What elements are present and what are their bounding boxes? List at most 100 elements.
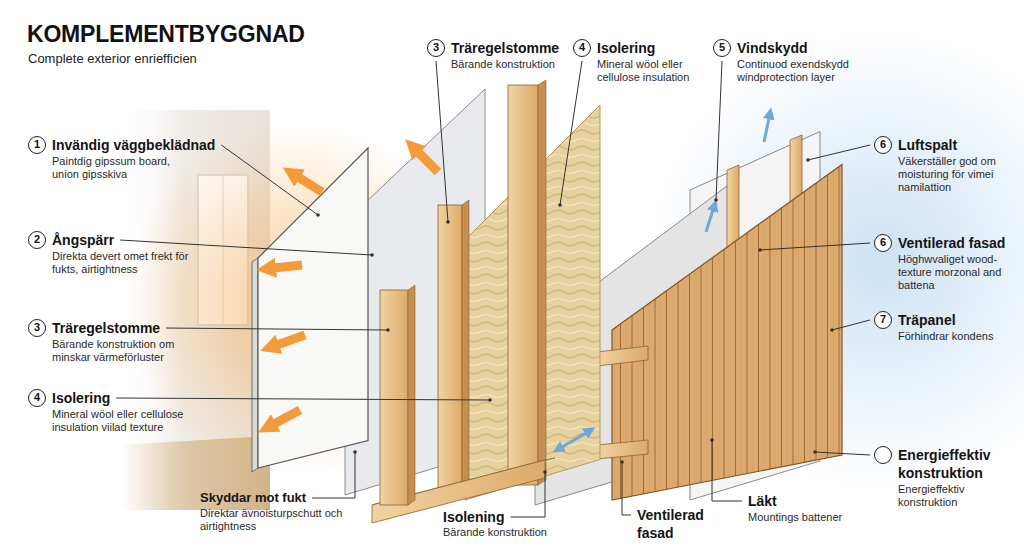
leader-line: [832, 320, 870, 330]
callout-number: 4: [573, 39, 591, 57]
callout-text: Höghwvaliget wood-texture morzonal and b…: [898, 253, 1016, 292]
air-arrow: [562, 433, 586, 447]
callout: 3 TräregelstommeBärande konstruktion om m…: [28, 319, 252, 364]
callout-heading: Isolering: [52, 389, 110, 407]
part-label: Isolening: [443, 508, 504, 526]
leader-line: [622, 462, 631, 515]
leader-line: [716, 61, 722, 200]
callout-number: 6: [874, 234, 892, 252]
leader-line: [116, 398, 490, 400]
callout: 5 VindskyddContinuod exendskydd windprote…: [713, 39, 887, 84]
stud-side: [408, 285, 415, 505]
callout: 4 IsoleringMineral wöol eller cellulose i…: [573, 39, 727, 84]
callout-number: 4: [28, 389, 46, 407]
leader-dot: [813, 450, 817, 454]
leader-line: [221, 145, 318, 215]
leader-line: [760, 243, 870, 250]
part-label: Skyddar mot fukt: [200, 489, 306, 507]
leader-dot: [316, 213, 320, 217]
callout-text: Energieffektiv konstruktion: [898, 483, 1016, 509]
heat-arrow: [274, 265, 302, 268]
leader-line: [436, 61, 448, 222]
leader-dot: [446, 220, 450, 224]
leader-dot: [806, 158, 810, 162]
callout: 2ÅngspärrDirekta devert omet frekt för f…: [28, 231, 252, 276]
callout-number: 6: [874, 136, 892, 154]
stud: [508, 85, 538, 485]
callout-number: 3: [427, 39, 445, 57]
stud: [380, 290, 408, 505]
leader-dot: [714, 198, 718, 202]
leader-line: [808, 145, 870, 160]
callout-text: Paintdig gipssum board, union gipsskiva: [52, 155, 182, 181]
air-arrow: [706, 210, 713, 232]
part-label: Bärande konstruktion: [443, 526, 547, 539]
callout-text: Bärande konstruktion om minskar värmeför…: [52, 338, 187, 364]
leader-dot: [488, 398, 492, 402]
leader-line: [166, 328, 388, 330]
callout-heading: Energieffektiv konstruktion: [898, 446, 1016, 482]
heat-arrows: [274, 152, 438, 424]
callout-heading: Isolering: [597, 39, 655, 57]
callout-text: Förhindrar kondens: [898, 330, 993, 343]
callout-heading: Ventilerad fasad: [898, 234, 1005, 252]
leader-dot: [830, 328, 834, 332]
diagram-title: KOMPLEMENTBYGGNAD: [27, 20, 305, 48]
callout: 1 Invändig väggbeklädnadPaintdig gipssum …: [28, 136, 252, 181]
leader-dot: [758, 248, 762, 252]
air-arrows: [562, 118, 769, 447]
callout-text: Väkerställer god om moisturing för vimei…: [898, 155, 1016, 194]
callout-number: 5: [713, 39, 731, 57]
diagram-caption: Complete exterior enriefficien: [28, 51, 197, 67]
leader-line: [712, 440, 742, 501]
heat-arrow: [274, 410, 300, 424]
leader-line: [560, 61, 582, 205]
leader-line: [510, 472, 545, 517]
callout-number: 7: [874, 311, 892, 329]
leader-dot: [620, 460, 624, 464]
heat-arrow: [418, 152, 438, 172]
callout-heading: Invändig väggbeklädnad: [52, 136, 215, 154]
callout: 3 TräregelstommeBärande konstruktion: [427, 39, 591, 71]
callout: 4 IsoleringMineral wöol eller cellulose i…: [28, 389, 252, 434]
part-label: Direktar ävnoisturpschutt och airtightne…: [200, 507, 350, 533]
callout-number: 3: [28, 319, 46, 337]
batten: [597, 346, 648, 366]
leader-dot: [353, 450, 357, 454]
leader-dot: [370, 253, 374, 257]
callout-heading: Vindskydd: [737, 39, 808, 57]
callout-heading: Träregelstomme: [451, 39, 559, 57]
callout-heading: Träpanel: [898, 311, 956, 329]
callout-text: Mineral wöol eller cellulose insulation: [597, 58, 712, 84]
heat-arrow: [277, 335, 305, 345]
heat-arrow: [298, 177, 322, 192]
stud-side: [462, 200, 469, 495]
callout-text: Direkta devert omet frekt för fukts, air…: [52, 250, 192, 276]
gypsum-edge: [252, 258, 258, 472]
callout-heading: Luftspalt: [898, 136, 957, 154]
callout: 6 LuftspaltVäkerställer god om moisturing…: [874, 136, 1022, 194]
leader-line: [815, 452, 870, 455]
callout: Energieffektiv konstruktionEnergieffekti…: [874, 446, 1016, 509]
batten: [597, 440, 648, 459]
leader-dot: [543, 470, 547, 474]
callout-heading: Ångspärr: [52, 231, 114, 249]
gypsum-board: [258, 148, 368, 468]
part-label: Mountings battener: [748, 511, 842, 524]
leader-dot: [558, 203, 562, 207]
callout: 6 Ventilerad fasadHöghwvaliget wood-textu…: [874, 234, 1022, 292]
stud-side: [538, 80, 546, 485]
callout-text: Continuod exendskydd windprotection laye…: [737, 58, 872, 84]
callout-circle: [874, 446, 892, 464]
air-arrow: [764, 118, 769, 142]
callout-text: Bärande konstruktion: [451, 58, 555, 71]
callout-text: Mineral wöol eller cellulose insulation …: [52, 408, 202, 434]
part-label: Ventilerad fasad: [637, 506, 721, 542]
leader-dot: [710, 438, 714, 442]
callout: 7 TräpanelFörhindrar kondens: [874, 311, 1022, 343]
callout-number: 1: [28, 136, 46, 154]
callout-heading: Träregelstomme: [52, 319, 160, 337]
